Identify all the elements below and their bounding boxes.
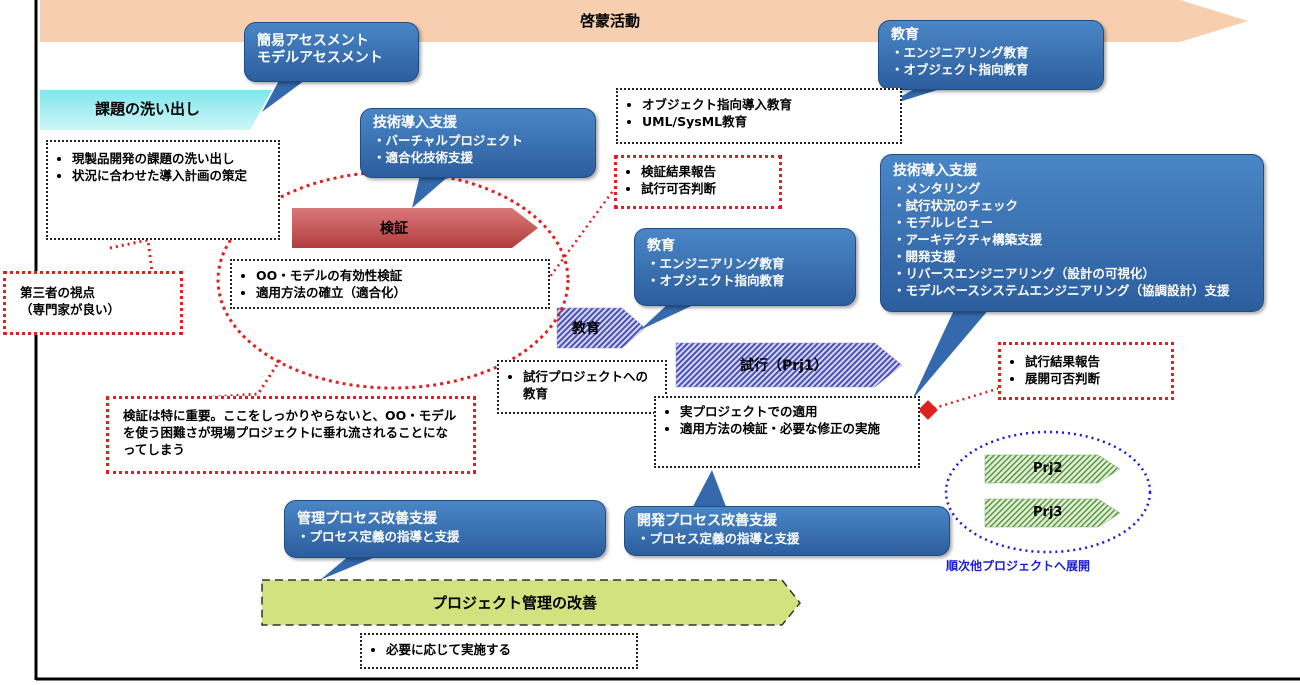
as-needed-list: 必要に応じて実施する <box>372 641 626 658</box>
deploy-ellipse <box>944 430 1152 554</box>
issues-item-2: 状況に合わせた導入計画の策定 <box>72 167 268 184</box>
tech1-title: 技術導入支援 <box>373 115 457 131</box>
tech1-item-1: ・バーチャルプロジェクト <box>373 133 523 148</box>
tech2-item-1: ・メンタリング <box>893 181 981 196</box>
third-party-callout: 第三者の視点 （専門家が良い） <box>3 271 183 335</box>
trial-arrow <box>675 342 903 388</box>
tech2-bubble: 技術導入支援 ・メンタリング ・試行状況のチェック ・モデルレビュー ・アーキテ… <box>880 154 1264 312</box>
mgmt-item-1: ・プロセス定義の指導と支援 <box>297 529 460 544</box>
verify-list: OO・モデルの有効性検証 適用方法の確立（適合化） <box>242 267 538 301</box>
verify-arrow <box>292 208 538 248</box>
verify-report-box: 検証結果報告 試行可否判断 <box>614 155 782 209</box>
verify-report-item-2: 試行可否判断 <box>641 180 769 197</box>
banner-label: 啓蒙活動 <box>579 12 640 30</box>
verify-ellipse <box>216 170 570 390</box>
trial-report-item-1: 試行結果報告 <box>1025 353 1161 370</box>
verify-box: OO・モデルの有効性検証 適用方法の確立（適合化） <box>230 259 550 309</box>
edu-top-item-2: ・オブジェクト指向教育 <box>891 62 1029 77</box>
tech1-bubble-tail <box>412 175 450 208</box>
tech2-item-3: ・モデルレビュー <box>893 215 994 230</box>
edu-mid-item-2: ・オブジェクト指向教育 <box>647 273 785 288</box>
tech2-bubble-tail <box>912 308 990 400</box>
deploy-label: 順次他プロジェクトへ展開 <box>946 559 1091 573</box>
edu-mid-title: 教育 <box>647 238 675 254</box>
assessment-line-2: モデルアセスメント <box>257 50 383 66</box>
edu-mid-item-1: ・エンジニアリング教育 <box>647 256 785 271</box>
assessment-bubble: 簡易アセスメント モデルアセスメント <box>244 22 419 82</box>
issues-box: 現製品開発の課題の洗い出し 状況に合わせた導入計画の策定 <box>46 140 280 240</box>
mgmt-arrow-label: プロジェクト管理の改善 <box>432 594 598 612</box>
dev-item-1: ・プロセス定義の指導と支援 <box>637 531 800 546</box>
verify-item-2: 適用方法の確立（適合化） <box>256 284 538 301</box>
third-callout-pointer <box>109 238 154 273</box>
important-callout-pointer <box>199 359 282 400</box>
trial-arrow-label: 試行（Prj1） <box>740 358 828 374</box>
assessment-line-1: 簡易アセスメント <box>257 33 369 49</box>
edu-mid-bubble-tail <box>640 302 700 330</box>
edu-top-title: 教育 <box>891 27 919 43</box>
assessment-bubble-tail <box>262 75 312 112</box>
verify-report-list: 検証結果報告 試行可否判断 <box>627 163 769 197</box>
tech2-item-6: ・リバースエンジニアリング（設計の可視化） <box>893 266 1155 281</box>
trial-report-item-2: 展開可否判断 <box>1025 370 1161 387</box>
trial-box: 実プロジェクトでの適用 適用方法の検証・必要な修正の実施 <box>654 396 920 468</box>
edu-top-box-item-2: UML/SysML教育 <box>642 113 890 130</box>
edu-arrow-label: 教育 <box>572 321 600 337</box>
dev-bubble-tail <box>690 470 728 512</box>
important-text: 検証は特に重要。ここをしっかりやらないと、OO・モデルを使う困難さが現場プロジェ… <box>123 408 457 457</box>
mgmt-bubble-tail <box>320 555 380 580</box>
tech2-item-5: ・開発支援 <box>893 249 956 264</box>
edu-top-box: オブジェクト指向導入教育 UML/SysML教育 <box>616 88 902 144</box>
tech2-item-2: ・試行状況のチェック <box>893 198 1019 213</box>
edu-top-list: オブジェクト指向導入教育 UML/SysML教育 <box>628 96 890 130</box>
prj2-label: Prj2 <box>1033 461 1063 476</box>
trial-edu-item-1: 試行プロジェクトへの教育 <box>523 368 655 402</box>
issues-list: 現製品開発の課題の洗い出し 状況に合わせた導入計画の策定 <box>58 150 268 184</box>
tech2-title: 技術導入支援 <box>893 163 977 179</box>
trial-report-box: 試行結果報告 展開可否判断 <box>998 342 1174 400</box>
trial-edu-box: 試行プロジェクトへの教育 <box>497 360 667 414</box>
trial-edu-list: 試行プロジェクトへの教育 <box>509 368 655 402</box>
mgmt-arrow <box>261 579 801 626</box>
third-line-1: 第三者の視点 <box>20 285 96 300</box>
trial-item-2: 適用方法の検証・必要な修正の実施 <box>680 420 908 437</box>
important-callout: 検証は特に重要。ここをしっかりやらないと、OO・モデルを使う困難さが現場プロジェ… <box>106 396 476 474</box>
edu-top-bubble: 教育 ・エンジニアリング教育 ・オブジェクト指向教育 <box>878 20 1104 90</box>
tech2-item-4: ・アーキテクチャ構築支援 <box>893 232 1043 247</box>
mgmt-title: 管理プロセス改善支援 <box>297 511 437 527</box>
edu-mid-bubble: 教育 ・エンジニアリング教育 ・オブジェクト指向教育 <box>634 228 856 306</box>
edu-arrow <box>556 307 646 349</box>
prj3-label: Prj3 <box>1033 505 1063 520</box>
dev-bubble: 開発プロセス改善支援 ・プロセス定義の指導と支援 <box>624 506 950 556</box>
prj3-arrow <box>984 498 1121 528</box>
verify-report-item-1: 検証結果報告 <box>641 163 769 180</box>
edu-top-item-1: ・エンジニアリング教育 <box>891 45 1029 60</box>
edu-top-box-item-1: オブジェクト指向導入教育 <box>642 96 890 113</box>
issues-item-1: 現製品開発の課題の洗い出し <box>72 150 268 167</box>
as-needed-item-1: 必要に応じて実施する <box>386 641 626 658</box>
verify-arrow-label: 検証 <box>380 221 408 237</box>
tech2-item-7: ・モデルベースシステムエンジニアリング（協調設計）支援 <box>893 283 1230 298</box>
verify-item-1: OO・モデルの有効性検証 <box>256 267 538 284</box>
trial-report-list: 試行結果報告 展開可否判断 <box>1011 353 1161 387</box>
dev-title: 開発プロセス改善支援 <box>637 513 777 529</box>
tech1-bubble: 技術導入支援 ・バーチャルプロジェクト ・適合化技術支援 <box>360 108 596 178</box>
issues-arrow <box>40 90 272 130</box>
tech1-item-2: ・適合化技術支援 <box>373 150 474 165</box>
issues-arrow-label: 課題の洗い出し <box>95 100 201 118</box>
trial-report-connector <box>927 386 1001 412</box>
prj2-arrow <box>984 454 1121 484</box>
trial-list: 実プロジェクトでの適用 適用方法の検証・必要な修正の実施 <box>666 403 908 437</box>
trial-diamond-icon <box>918 400 938 420</box>
third-line-2: （専門家が良い） <box>20 302 121 317</box>
trial-item-1: 実プロジェクトでの適用 <box>680 403 908 420</box>
mgmt-bubble: 管理プロセス改善支援 ・プロセス定義の指導と支援 <box>284 500 606 558</box>
verify-report-connector <box>531 187 617 301</box>
as-needed-box: 必要に応じて実施する <box>360 633 638 669</box>
